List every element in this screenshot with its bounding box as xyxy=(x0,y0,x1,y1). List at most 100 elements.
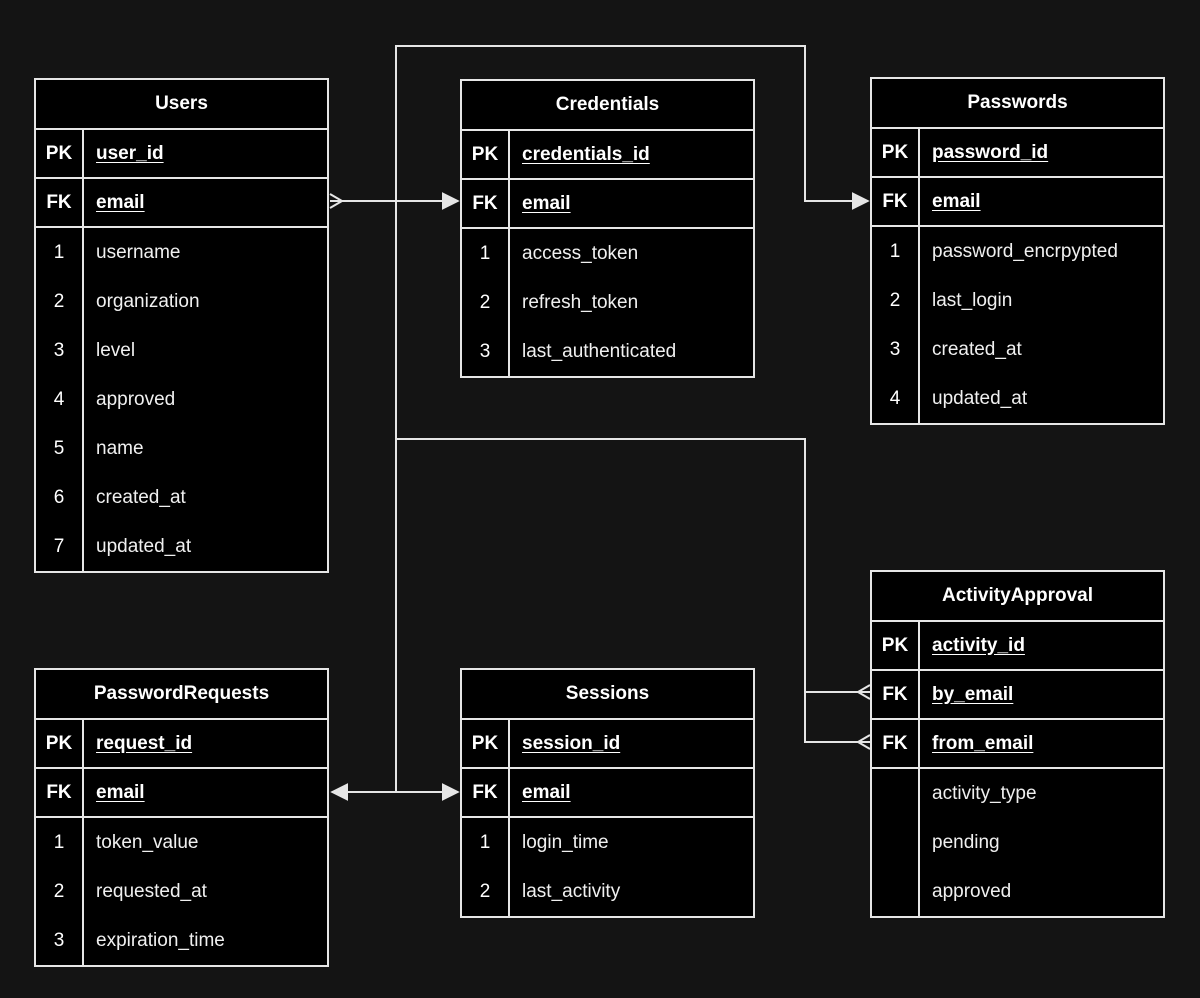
attr-field: password_encrpypted xyxy=(932,240,1118,262)
attr-row: 1 access_token xyxy=(462,229,753,278)
key-row: PK activity_id xyxy=(872,622,1163,671)
attr-tag: 5 xyxy=(36,424,84,473)
attr-tag: 7 xyxy=(36,522,84,571)
key-field: email xyxy=(522,192,571,214)
attr-field: name xyxy=(96,437,144,459)
entity-sessions[interactable]: Sessions PK session_id FK email 1 login_… xyxy=(460,668,755,918)
attr-tag: 3 xyxy=(872,325,920,374)
entity-activity-approval[interactable]: ActivityApproval PK activity_id FK by_em… xyxy=(870,570,1165,918)
key-tag: FK xyxy=(872,671,920,718)
attr-tag: 3 xyxy=(36,916,84,965)
attr-field: last_login xyxy=(932,289,1013,311)
key-tag: PK xyxy=(462,720,510,767)
key-field: email xyxy=(96,191,145,213)
entity-credentials[interactable]: Credentials PK credentials_id FK email 1… xyxy=(460,79,755,378)
entity-title: Users xyxy=(36,80,327,130)
attr-row: 5 name xyxy=(36,424,327,473)
attr-row: 2 last_activity xyxy=(462,867,753,916)
attr-field: expiration_time xyxy=(96,929,225,951)
attr-row: 2 last_login xyxy=(872,276,1163,325)
key-tag: PK xyxy=(36,720,84,767)
attr-field: created_at xyxy=(932,338,1022,360)
key-row: FK email xyxy=(462,180,753,229)
key-field: request_id xyxy=(96,732,193,754)
attr-field: pending xyxy=(932,831,1000,853)
entity-title: Passwords xyxy=(872,79,1163,129)
crowfoot-users-email xyxy=(329,193,343,209)
attr-row: 3 expiration_time xyxy=(36,916,327,965)
key-tag: FK xyxy=(462,180,510,227)
key-field: by_email xyxy=(932,683,1014,705)
key-tag: FK xyxy=(872,720,920,767)
key-row: FK by_email xyxy=(872,671,1163,720)
attr-field: token_value xyxy=(96,831,199,853)
attr-row: 7 updated_at xyxy=(36,522,327,571)
attr-tag: 2 xyxy=(462,278,510,327)
attr-row: 2 organization xyxy=(36,277,327,326)
key-row: FK email xyxy=(36,769,327,818)
attr-row: 1 username xyxy=(36,228,327,277)
key-tag: FK xyxy=(36,179,84,226)
key-row: PK session_id xyxy=(462,720,753,769)
key-field: password_id xyxy=(932,141,1049,163)
attr-row: 1 password_encrpypted xyxy=(872,227,1163,276)
attr-tag: 3 xyxy=(36,326,84,375)
attr-row: activity_type xyxy=(872,769,1163,818)
key-row: FK email xyxy=(462,769,753,818)
attr-field: requested_at xyxy=(96,880,207,902)
key-tag: FK xyxy=(872,178,920,225)
entity-users[interactable]: Users PK user_id FK email 1 username 2 o… xyxy=(34,78,329,573)
attr-row: 4 updated_at xyxy=(872,374,1163,423)
entity-title: ActivityApproval xyxy=(872,572,1163,622)
entity-passwords[interactable]: Passwords PK password_id FK email 1 pass… xyxy=(870,77,1165,425)
key-row: PK user_id xyxy=(36,130,327,179)
attr-row: 1 login_time xyxy=(462,818,753,867)
attr-field: updated_at xyxy=(96,535,192,557)
attr-tag: 4 xyxy=(872,374,920,423)
key-tag: PK xyxy=(872,129,920,176)
key-field: activity_id xyxy=(932,634,1025,656)
attr-field: last_activity xyxy=(522,880,621,902)
attr-field: created_at xyxy=(96,486,186,508)
entity-title: Credentials xyxy=(462,81,753,131)
attr-row: pending xyxy=(872,818,1163,867)
attr-row: 3 created_at xyxy=(872,325,1163,374)
attr-field: approved xyxy=(96,388,176,410)
key-row: FK email xyxy=(36,179,327,228)
entity-title: Sessions xyxy=(462,670,753,720)
key-field: from_email xyxy=(932,732,1034,754)
key-row: FK email xyxy=(872,178,1163,227)
entity-title: PasswordRequests xyxy=(36,670,327,720)
attr-row: 4 approved xyxy=(36,375,327,424)
key-field: credentials_id xyxy=(522,143,650,165)
key-row: PK request_id xyxy=(36,720,327,769)
attr-field: refresh_token xyxy=(522,291,639,313)
crowfoot-activity-by-email xyxy=(857,684,871,700)
attr-tag xyxy=(872,769,920,818)
attr-row: 3 last_authenticated xyxy=(462,327,753,376)
attr-row: 2 refresh_token xyxy=(462,278,753,327)
attr-tag: 1 xyxy=(462,818,510,867)
key-tag: PK xyxy=(36,130,84,177)
attr-tag: 1 xyxy=(872,227,920,276)
key-row: PK credentials_id xyxy=(462,131,753,180)
key-field: session_id xyxy=(522,732,621,754)
attr-tag xyxy=(872,867,920,916)
attr-tag: 4 xyxy=(36,375,84,424)
attr-row: 2 requested_at xyxy=(36,867,327,916)
attr-tag: 6 xyxy=(36,473,84,522)
key-tag: FK xyxy=(462,769,510,816)
attr-tag: 2 xyxy=(36,277,84,326)
attr-row: 1 token_value xyxy=(36,818,327,867)
attr-field: level xyxy=(96,339,136,361)
key-row: FK from_email xyxy=(872,720,1163,769)
attr-field: approved xyxy=(932,880,1012,902)
attr-tag: 1 xyxy=(36,228,84,277)
attr-tag: 1 xyxy=(36,818,84,867)
attr-field: last_authenticated xyxy=(522,340,677,362)
attr-field: login_time xyxy=(522,831,609,853)
entity-password-requests[interactable]: PasswordRequests PK request_id FK email … xyxy=(34,668,329,967)
attr-field: access_token xyxy=(522,242,639,264)
attr-row: 6 created_at xyxy=(36,473,327,522)
